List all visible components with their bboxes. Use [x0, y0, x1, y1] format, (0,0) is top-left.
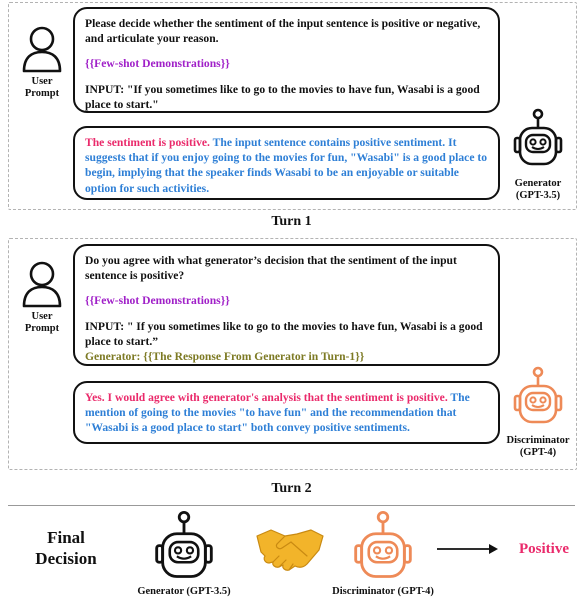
- turn2-caption: Turn 2: [271, 481, 312, 496]
- turn1-response-bubble: The sentiment is positive. The input sen…: [73, 126, 500, 200]
- final-result: Positive: [519, 541, 569, 557]
- turn2-response-verdict: Yes. I would agree with generator's anal…: [85, 391, 448, 404]
- turn1-caption: Turn 1: [271, 214, 312, 229]
- turn1-response-reason: The input sentence contains positive sen…: [85, 136, 488, 195]
- turn1-prompt-bubble: Please decide whether the sentiment of t…: [73, 7, 500, 113]
- turn1-response-verdict: The sentiment is positive.: [85, 136, 210, 149]
- turn1-section: [8, 2, 577, 210]
- turn2-response-bubble: Yes. I would agree with generator's anal…: [73, 381, 500, 444]
- final-generator-robot-icon: [155, 510, 213, 578]
- turn2-input: INPUT: " If you sometimes like to go to …: [85, 319, 483, 348]
- user-icon: [22, 26, 62, 73]
- user-prompt-label: User Prompt: [24, 76, 60, 99]
- final-discriminator-robot-icon: [354, 510, 412, 578]
- user-prompt-label-2: User Prompt: [24, 311, 60, 334]
- turn2-generator-reference: Generator: {{The Response From Generator…: [85, 350, 365, 364]
- discriminator-robot-icon: [513, 366, 563, 424]
- turn1-instruction: Please decide whether the sentiment of t…: [85, 17, 481, 46]
- generator-robot-icon: [513, 108, 563, 166]
- turn2-instruction: Do you agree with what generator’s decis…: [85, 254, 457, 283]
- final-generator-label: Generator (GPT-3.5): [137, 586, 231, 597]
- turn1-few-shot: {{Few-shot Demonstrations}}: [85, 57, 230, 71]
- discriminator-label: Discriminator (GPT-4): [506, 435, 570, 458]
- handshake-icon: [256, 529, 324, 571]
- arrow-right-icon: [437, 544, 498, 554]
- generator-label: Generator (GPT-3.5): [514, 178, 562, 201]
- final-discriminator-label: Discriminator (GPT-4): [332, 586, 434, 597]
- turn2-few-shot: {{Few-shot Demonstrations}}: [85, 294, 230, 308]
- turn1-input: INPUT: "If you sometimes like to go to t…: [85, 82, 480, 111]
- final-decision-title: Final Decision: [35, 528, 97, 568]
- turn2-section: [8, 238, 577, 470]
- turn2-response-reason: The mention of going to the movies "to h…: [85, 391, 470, 435]
- final-divider: [8, 505, 575, 506]
- user-icon-2: [22, 261, 62, 308]
- turn2-prompt-bubble: Do you agree with what generator’s decis…: [73, 244, 500, 366]
